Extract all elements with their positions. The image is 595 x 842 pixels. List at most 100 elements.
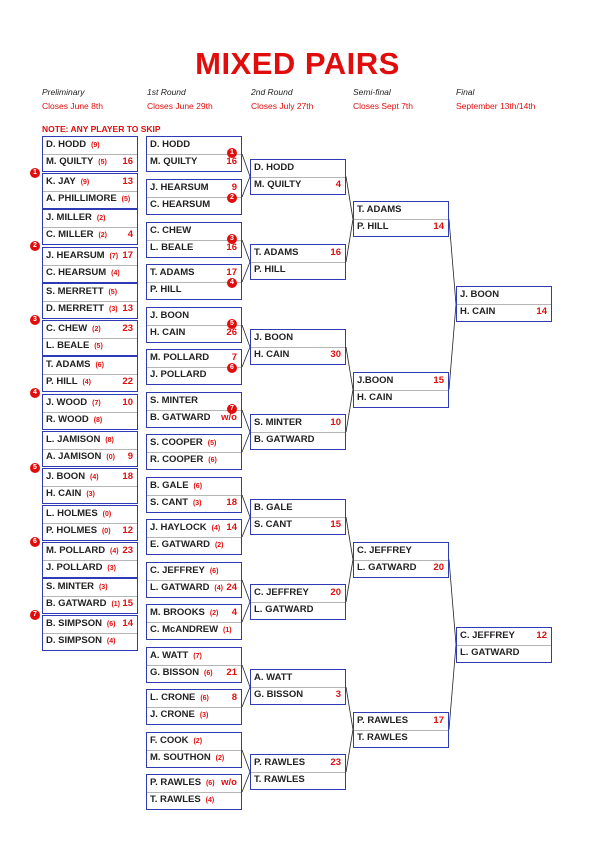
round-closes-semifinal: Closes Sept 7th [353,101,414,111]
pair-row: B. SIMPSON (6)14 [43,616,137,634]
pair-row: R. COOPER (6) [147,452,241,469]
player-name: D. SIMPSON (4) [46,635,116,646]
pair-row: R. WOOD (8) [43,412,137,429]
player-name: M. POLLARD [150,352,210,363]
pair-row: J. MILLER (2) [43,210,137,228]
score: 21 [226,667,237,678]
player-name: P. HILL [150,284,182,295]
pair-row: H. CAIN (3) [43,486,137,503]
pair-row: J. BOON [147,308,241,326]
prelim-match: L. JAMISON (8)A. JAMISON (0)9 [42,431,138,467]
player-name: S. COOPER (5) [150,437,217,448]
round1-match: J. HEARSUM 9 C. HEARSUM [146,179,242,215]
player-name: T. ADAMS [150,267,195,278]
handicap: (2) [207,610,219,617]
round-header-semifinal: Semi-final [353,87,391,97]
score: 16 [226,242,237,253]
player-name: C. CHEW [150,225,192,236]
pair-row: M. POLLARD (4)23 [43,543,137,561]
round1-match: C. JEFFREY (6)L. GATWARD (4)24 [146,562,242,598]
player-name: M. QUILTY [150,156,198,167]
pair-row: M. BROOKS (2)4 [147,605,241,623]
handicap: (4) [212,585,223,592]
player-name: S. MERRETT (5) [46,286,118,297]
player-name: T. RAWLES [357,731,408,743]
pair-row: S. MERRETT (5) [43,284,137,302]
handicap: (6) [191,483,203,490]
handicap: (1) [109,601,121,608]
pair-row: J. BOON [457,287,551,306]
handicap: (3) [107,306,118,313]
handicap: (4) [203,797,215,804]
pair-row: C. HEARSUM [147,197,241,214]
pair-row: A. JAMISON (0)9 [43,449,137,466]
player-name: J. HEARSUM [150,182,209,193]
player-name: L. BEALE (5) [46,340,103,351]
player-name: J. BOON (4) [46,471,99,482]
player-name: P. HILL [357,221,389,233]
player-name: M. SOUTHON (2) [150,752,225,763]
score: 9 [231,182,237,193]
match-number-badge: 2 [227,193,237,203]
player-name: S. MINTER (3) [46,581,108,592]
score: w/o [221,412,237,423]
pair-row: P. HILL [147,282,241,299]
handicap: (9) [78,179,90,186]
player-name: T. ADAMS (6) [46,359,105,370]
match-number-badge: 6 [30,536,40,547]
pair-row: D. HODD (9) [43,137,137,155]
handicap: (4) [88,474,99,481]
pair-row: J. BOON [251,330,345,348]
pair-row: P. HOLMES (0)12 [43,523,137,540]
prelim-match: L. HOLMES (0)P. HOLMES (0)12 [42,505,138,541]
pair-row: F. COOK (2) [147,733,241,751]
player-name: R. WOOD (8) [46,414,103,425]
prelim-match: T. ADAMS (6) P. HILL (4)22 [42,356,138,392]
handicap: (0) [104,454,115,461]
bracket-line [241,579,251,603]
handicap: (2) [96,232,107,239]
score: 20 [330,587,341,598]
round-closes-2nd: Closes July 27th [251,101,314,111]
pair-row: P. RAWLES (6)w/o [147,775,241,793]
player-name: C. JEFFREY [254,587,309,598]
pair-row: P. HILL (4)22 [43,374,137,391]
pair-row: P. HILL [251,262,345,279]
prelim-match: J. BOON (4) 18 H. CAIN (3) [42,468,138,504]
pair-row: S. COOPER (5) [147,435,241,453]
handicap: (1) [221,627,232,634]
bracket-line [345,176,354,220]
score: 18 [122,471,133,482]
bracket-line [448,219,457,305]
bracket-line [448,644,457,730]
bracket-line [448,559,457,645]
bracket-line [345,729,354,773]
player-name: C. JEFFREY [357,544,412,556]
pair-row: C. JEFFREY (6) [147,563,241,581]
bracket-line [345,516,354,560]
pair-row: M. SOUTHON (2) [147,750,241,767]
bracket-line [345,219,354,263]
round1-match: B. GALE (6)S. CANT (3)18 [146,477,242,513]
player-name: J. POLLARD [150,369,207,380]
player-name: J. BOON [254,332,294,343]
prelim-match: S. MINTER (3)B. GATWARD (1)15 [42,578,138,614]
bracket-line [241,346,251,368]
player-name: D. MERRETT (3) [46,303,118,314]
player-name: R. COOPER (6) [150,454,217,465]
pair-row: S. CANT (3)18 [147,495,241,512]
handicap: (6) [202,670,213,677]
score: 13 [122,176,133,187]
